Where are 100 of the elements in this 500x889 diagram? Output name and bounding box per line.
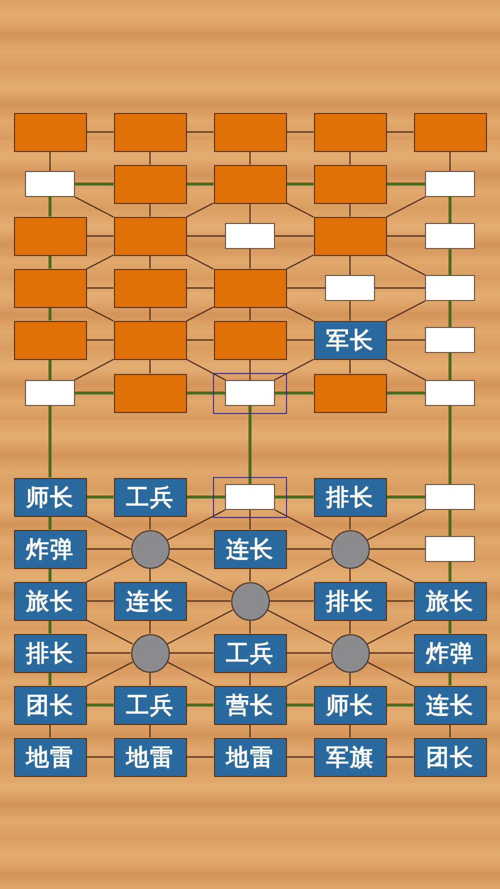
piece-tile: 炸弹 (14, 530, 86, 568)
road-line (149, 620, 151, 634)
piece-tile: 营长 (214, 686, 286, 724)
road-line (274, 358, 314, 381)
road-line (86, 287, 114, 289)
road-line (186, 358, 226, 381)
railway-line (48, 568, 52, 582)
railway-line (275, 496, 314, 498)
railway-line (386, 182, 425, 186)
road-line (170, 652, 214, 654)
road-line (186, 756, 214, 758)
empty-post (425, 536, 475, 562)
road-line (249, 510, 251, 530)
road-line (286, 548, 330, 550)
road-line (286, 652, 330, 654)
road-line (186, 600, 230, 602)
hidden-piece-tile (214, 112, 286, 152)
road-line (349, 620, 351, 634)
railway-line (448, 510, 452, 536)
road-line (86, 661, 133, 687)
railway-line (448, 301, 452, 327)
empty-post (325, 275, 375, 301)
hidden-piece-tile (14, 268, 86, 308)
piece-tile: 排长 (14, 634, 86, 672)
railway-line (48, 197, 52, 216)
railway-line (275, 392, 314, 394)
railway-line (48, 406, 52, 478)
road-line (274, 509, 333, 541)
camp-circle (130, 530, 170, 568)
road-line (149, 256, 151, 268)
road-line (170, 548, 214, 550)
empty-post (225, 380, 275, 406)
railway-line (386, 392, 425, 394)
road-line (386, 196, 426, 218)
road-line (49, 724, 51, 738)
road-line (386, 756, 414, 758)
hidden-piece-tile (114, 320, 186, 360)
road-line (86, 131, 114, 133)
piece-tile: 军长 (314, 320, 386, 360)
road-line (249, 360, 251, 380)
road-line (186, 131, 214, 133)
road-line (286, 287, 325, 289)
railway-line (186, 392, 225, 394)
road-line (386, 300, 426, 322)
road-line (349, 360, 351, 374)
railway-line (386, 704, 414, 706)
road-line (74, 358, 114, 381)
railway-line (75, 182, 114, 186)
road-line (286, 202, 314, 218)
road-line (249, 672, 251, 686)
road-line (349, 301, 351, 320)
hidden-piece-tile (314, 374, 386, 412)
road-line (286, 339, 314, 341)
road-line (186, 254, 214, 270)
piece-tile: 排长 (314, 478, 386, 516)
hidden-piece-tile (14, 320, 86, 360)
road-line (167, 609, 233, 645)
piece-tile: 师长 (14, 478, 86, 516)
railway-line (448, 562, 452, 582)
road-line (449, 724, 451, 738)
hidden-piece-tile (14, 112, 86, 152)
railway-line (86, 704, 114, 706)
road-line (370, 652, 414, 654)
road-line (149, 672, 151, 686)
road-line (186, 202, 214, 218)
camp-circle (330, 530, 370, 568)
empty-post (425, 223, 475, 249)
railway-line (186, 704, 214, 706)
railway-line (48, 516, 52, 530)
road-line (286, 306, 314, 322)
road-line (249, 152, 251, 164)
hidden-piece-tile (114, 164, 186, 204)
empty-post (425, 380, 475, 406)
road-line (86, 756, 114, 758)
road-line (86, 652, 130, 654)
road-line (49, 152, 51, 171)
camp-circle (130, 634, 170, 672)
railway-line (448, 406, 452, 484)
road-line (86, 600, 114, 602)
hidden-piece-tile (314, 216, 386, 256)
piece-tile: 工兵 (114, 686, 186, 724)
road-line (349, 152, 351, 164)
road-line (349, 256, 351, 275)
railway-line (48, 256, 52, 268)
road-line (249, 620, 251, 634)
railway-line (48, 308, 52, 320)
road-line (249, 568, 251, 582)
road-line (286, 661, 333, 687)
camp-circle (330, 634, 370, 672)
railway-line (186, 496, 225, 498)
piece-tile: 炸弹 (414, 634, 486, 672)
hidden-piece-tile (214, 164, 286, 204)
piece-tile: 团长 (414, 738, 486, 776)
road-line (149, 152, 151, 164)
piece-tile: 排长 (314, 582, 386, 620)
camp-circle (230, 582, 270, 620)
railway-line (186, 182, 214, 186)
railway-line (86, 496, 114, 498)
railway-line (448, 672, 452, 686)
road-line (74, 196, 114, 218)
